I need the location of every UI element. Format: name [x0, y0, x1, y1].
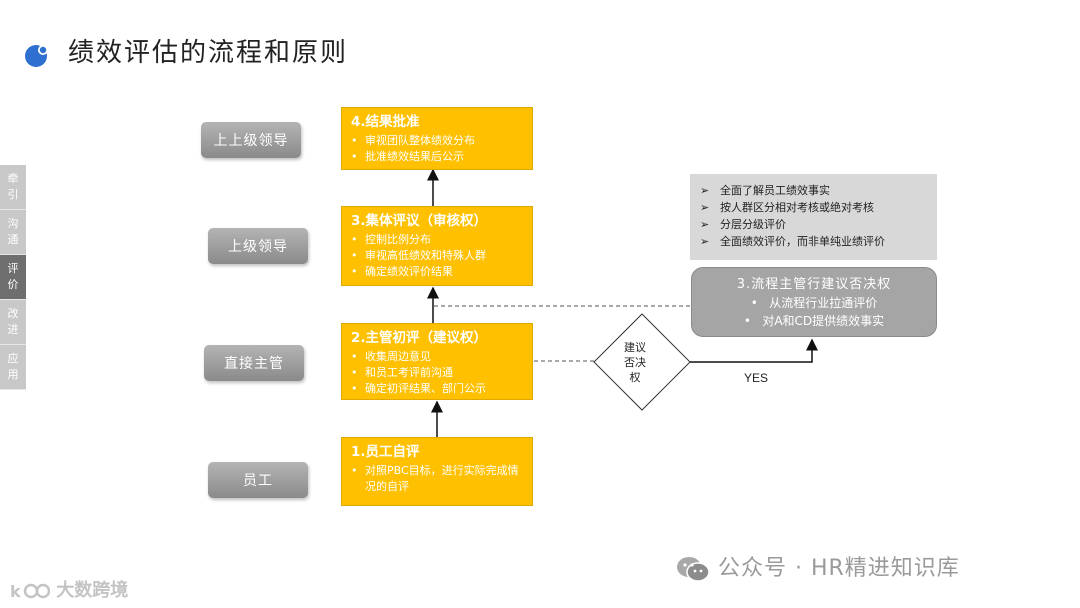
side-nav-item-lead[interactable]: 牵 引 — [0, 165, 26, 210]
side-nav-char: 进 — [7, 323, 19, 336]
step-4-box: 4.结果批准 审视团队整体绩效分布 批准绩效结果后公示 — [341, 107, 533, 170]
step-3-box: 3.集体评议（审核权） 控制比例分布 审视高低绩效和特殊人群 确定绩效评价结果 — [341, 206, 533, 286]
veto-item-text: 对A和CD提供绩效事实 — [762, 314, 885, 328]
principle-text: 按人群区分相对考核或绝对考核 — [720, 201, 874, 214]
veto-item: • 对A和CD提供绩效事实 — [743, 314, 885, 328]
decision-line: 否决 — [624, 356, 646, 369]
side-nav-char: 价 — [7, 278, 19, 291]
step-1-item: 对照PBC目标，进行实际完成情况的自评 — [351, 463, 523, 495]
step-4-title: 4.结果批准 — [351, 114, 420, 130]
wechat-watermark: 公众号 · HR精进知识库 — [676, 550, 960, 582]
arrow-bullet-icon: ➢ — [700, 235, 710, 248]
brand-watermark: k 大数跨境 — [10, 576, 128, 602]
step-2-box: 2.主管初评（建议权） 收集周边意见 和员工考评前沟通 确定初评结果、部门公示 — [341, 323, 533, 400]
decision-label: 建议 否决 权 — [610, 340, 660, 385]
principle-line: ➢ 全面绩效评价，而非单纯业绩评价 — [700, 233, 927, 250]
veto-title: 3.流程主管行建议否决权 — [736, 277, 892, 292]
decision-diamond — [593, 313, 691, 411]
role-leader: 上级领导 — [208, 228, 308, 264]
decision-line: 权 — [629, 371, 641, 384]
title-bullet-icon — [25, 45, 48, 67]
principle-line: ➢ 全面了解员工绩效事实 — [700, 182, 927, 199]
role-employee: 员工 — [208, 462, 308, 498]
step-2-item: 收集周边意见 — [351, 349, 523, 365]
arrow-decision-to-veto — [690, 338, 818, 363]
principle-text: 全面绩效评价，而非单纯业绩评价 — [720, 235, 885, 248]
step-3-item: 控制比例分布 — [351, 232, 523, 248]
principles-note: ➢ 全面了解员工绩效事实 ➢ 按人群区分相对考核或绝对考核 ➢ 分层分级评价 ➢ 全面绩… — [690, 174, 937, 260]
side-nav-char: 牵 — [7, 172, 19, 185]
side-nav: 牵 引 沟 通 评 价 改 进 应 用 — [0, 165, 26, 390]
yes-label: YES — [744, 371, 769, 385]
step-3-item: 审视高低绩效和特殊人群 — [351, 248, 523, 264]
watermark-text: 公众号 · HR精进知识库 — [718, 556, 960, 581]
page-title: 绩效评估的流程和原则 — [68, 38, 349, 68]
arrow-bullet-icon: ➢ — [700, 218, 710, 231]
side-nav-char: 用 — [7, 368, 19, 381]
side-nav-item-communicate[interactable]: 沟 通 — [0, 210, 26, 255]
wechat-icon — [677, 557, 710, 582]
side-nav-char: 引 — [7, 188, 19, 201]
step-2-title: 2.主管初评（建议权） — [351, 330, 488, 346]
principle-line: ➢ 按人群区分相对考核或绝对考核 — [700, 199, 927, 216]
side-nav-item-apply[interactable]: 应 用 — [0, 345, 26, 390]
side-nav-item-evaluate[interactable]: 评 价 — [0, 255, 26, 300]
decision-line: 建议 — [624, 341, 646, 354]
arrow-bullet-icon: ➢ — [700, 201, 710, 214]
veto-item: • 从流程行业拉通评价 — [750, 296, 878, 310]
side-nav-char: 沟 — [7, 217, 19, 230]
step-4-item: 批准绩效结果后公示 — [351, 149, 523, 165]
step-2-item: 和员工考评前沟通 — [351, 365, 523, 381]
brand-logo-icon: k — [10, 582, 50, 601]
side-nav-char: 评 — [7, 262, 19, 275]
step-4-item: 审视团队整体绩效分布 — [351, 133, 523, 149]
step-3-title: 3.集体评议（审核权） — [351, 213, 488, 229]
veto-item-text: 从流程行业拉通评价 — [769, 296, 878, 310]
step-1-box: 1.员工自评 对照PBC目标，进行实际完成情况的自评 — [341, 437, 533, 506]
watermark-text: 大数跨境 — [56, 580, 129, 601]
role-top-leader: 上上级领导 — [201, 122, 301, 158]
principle-line: ➢ 分层分级评价 — [700, 216, 927, 233]
principle-text: 全面了解员工绩效事实 — [720, 184, 830, 197]
step-3-item: 确定绩效评价结果 — [351, 264, 523, 280]
side-nav-char: 通 — [7, 233, 19, 246]
svg-text:k: k — [10, 582, 21, 601]
role-manager: 直接主管 — [204, 345, 304, 381]
step-1-title: 1.员工自评 — [351, 444, 420, 460]
veto-box: 3.流程主管行建议否决权 • 从流程行业拉通评价 • 对A和CD提供绩效事实 — [691, 267, 937, 337]
side-nav-item-improve[interactable]: 改 进 — [0, 300, 26, 345]
side-nav-char: 应 — [7, 352, 19, 365]
arrow-bullet-icon: ➢ — [700, 184, 710, 197]
step-2-item: 确定初评结果、部门公示 — [351, 381, 523, 397]
principle-text: 分层分级评价 — [720, 218, 786, 231]
side-nav-char: 改 — [7, 307, 19, 320]
